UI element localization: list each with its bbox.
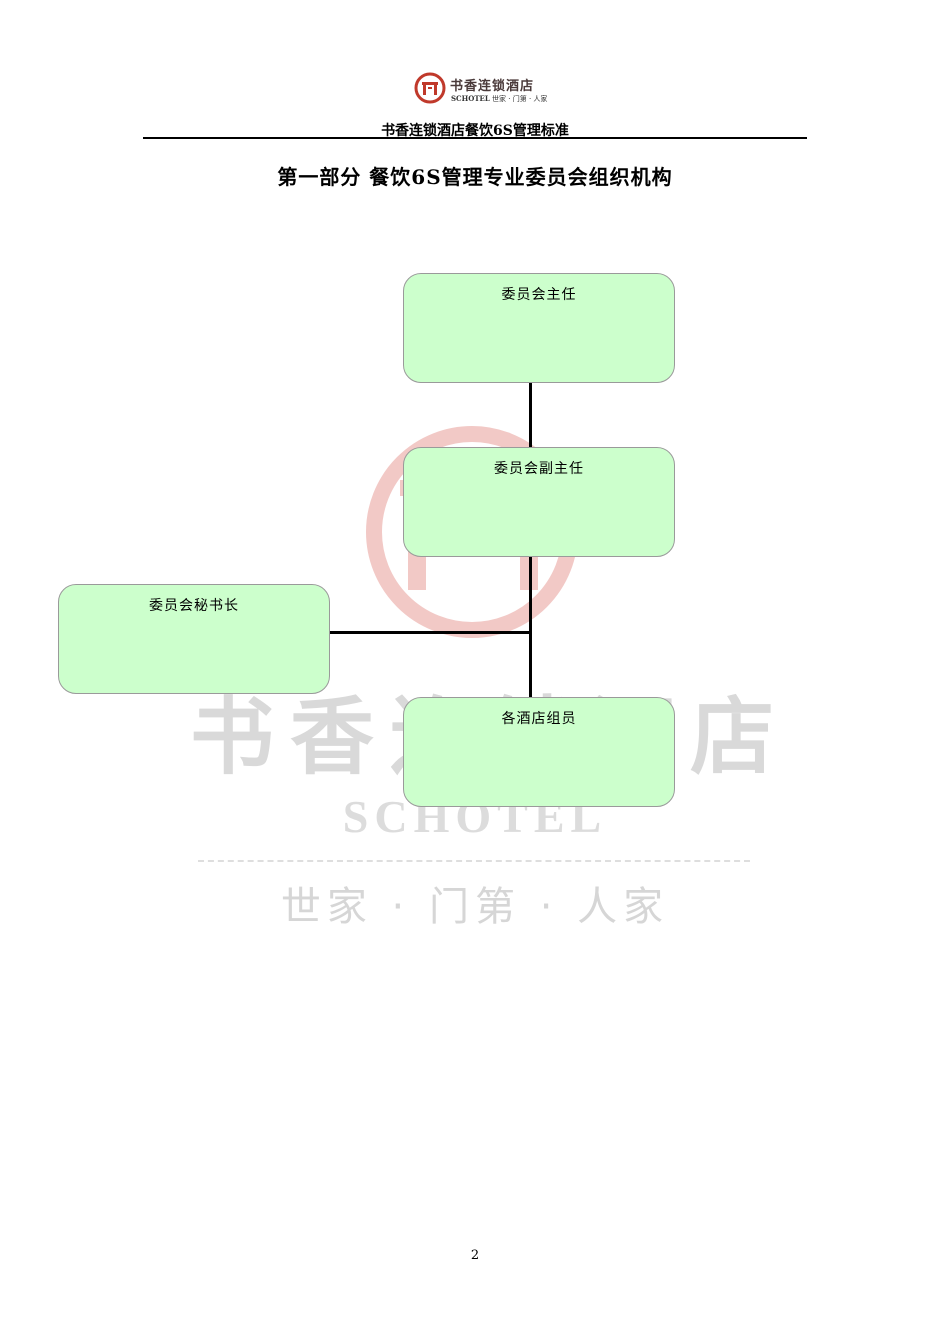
watermark-divider (198, 860, 750, 862)
org-box-members: 各酒店组员 (403, 697, 675, 807)
watermark-slogan: 世家 · 门第 · 人家 (280, 884, 670, 930)
connector-deputy-members (529, 557, 532, 697)
section-title: 第一部分 餐饮6S管理专业委员会组织机构 (277, 165, 673, 189)
org-box-secretary-general: 委员会秘书长 (58, 584, 330, 694)
org-box-deputy-director: 委员会副主任 (403, 447, 675, 557)
header-divider (143, 137, 807, 139)
connector-secretary (330, 631, 531, 634)
page-number: 2 (470, 1248, 480, 1263)
logo-tagline: 世家 · 门第 · 人家 (492, 95, 548, 103)
logo-cn-text: 书香连锁酒店 (450, 79, 535, 94)
document-header-title: 书香连锁酒店餐饮6S管理标准 (381, 123, 569, 139)
org-box-director: 委员会主任 (403, 273, 675, 383)
logo-en-line: SCHOTEL 世家 · 门第 · 人家 (451, 94, 547, 104)
company-logo: 书香连锁酒店 SCHOTEL 世家 · 门第 · 人家 (414, 72, 547, 108)
logo-en-text: SCHOTEL (451, 94, 490, 103)
connector-director-deputy (529, 383, 532, 447)
logo-emblem-icon (414, 72, 446, 104)
